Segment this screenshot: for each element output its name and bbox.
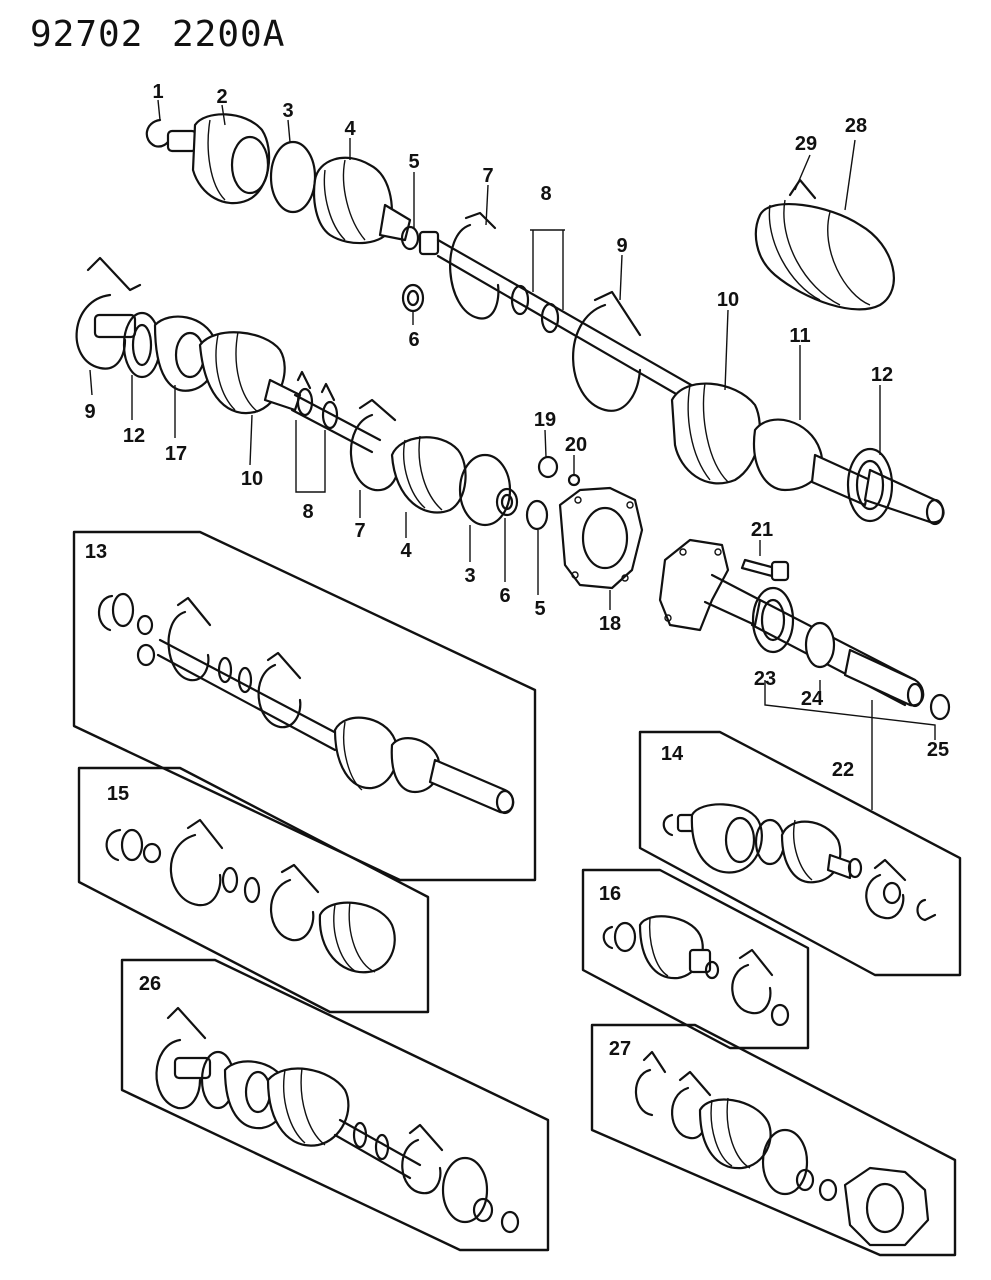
bolt-part-21	[740, 558, 790, 582]
callout-25: 25	[927, 739, 949, 761]
callout-24: 24	[801, 688, 824, 710]
callout-3-lower: 3	[464, 565, 475, 587]
boot-part-4	[313, 156, 412, 245]
callout-1: 1	[152, 81, 163, 103]
callout-4-upper: 4	[344, 118, 356, 140]
callout-5-lower: 5	[534, 598, 545, 620]
callout-5-upper: 5	[408, 151, 419, 173]
bearing-part-23	[751, 586, 795, 654]
damper-ring-part-8-lower	[295, 370, 339, 493]
callout-4-lower: 4	[400, 540, 412, 562]
callout-10-left: 10	[241, 468, 263, 490]
callout-15: 15	[107, 783, 129, 805]
inner-cv-joint-part-11	[752, 418, 945, 526]
outer-cv-joint-part-2	[166, 113, 271, 205]
dust-seal-part-12-right	[846, 447, 894, 523]
callout-8-upper: 8	[540, 183, 551, 205]
rear-axle-shaft	[658, 538, 951, 810]
boot-band-part-7	[449, 211, 500, 320]
callout-21: 21	[751, 519, 773, 541]
bearing-collar-part-24	[804, 621, 836, 669]
boot-clamp-part-3	[269, 140, 317, 214]
callout-28: 28	[845, 115, 867, 137]
kit-panel-15	[77, 766, 430, 1014]
callout-12-right: 12	[871, 364, 893, 386]
callout-23: 23	[754, 668, 776, 690]
lower-axle-shaft	[75, 256, 644, 590]
callout-2: 2	[216, 86, 227, 108]
boot-part-4-lower	[390, 435, 467, 514]
ring-part-6	[401, 283, 425, 313]
callout-14: 14	[661, 743, 684, 765]
callout-26: 26	[139, 973, 161, 995]
callout-8-lower: 8	[302, 501, 313, 523]
kit-panel-16	[581, 868, 810, 1050]
callout-20: 20	[565, 434, 587, 456]
diagram-revision: 2200A	[172, 14, 286, 55]
boot-band-part-9-upper	[572, 290, 642, 412]
washer-part-20	[567, 473, 581, 487]
callout-13: 13	[85, 541, 107, 563]
leader-lines	[89, 99, 881, 610]
callout-19: 19	[534, 409, 556, 431]
damper-ring-part-8	[510, 229, 565, 334]
callout-7-lower: 7	[354, 520, 365, 542]
nut-part-19	[537, 455, 559, 479]
callout-17: 17	[165, 443, 187, 465]
callout-6-upper: 6	[408, 329, 419, 351]
ring-part-5	[400, 225, 440, 256]
callout-10-right: 10	[717, 289, 739, 311]
callout-9-left: 9	[84, 401, 95, 423]
callout-11: 11	[789, 325, 810, 347]
boot-kit-part-28-29	[754, 178, 895, 311]
diagram-number: 92702	[30, 14, 144, 55]
callout-16: 16	[599, 883, 621, 905]
upper-axle-shaft	[145, 113, 945, 526]
callout-6-lower: 6	[499, 585, 510, 607]
kit-panel-27	[590, 1023, 957, 1257]
ring-part-6-lower	[495, 487, 519, 517]
callout-29: 29	[795, 133, 817, 155]
callout-labels: 1 2 3 4 5 6 7 8 9 10 11 12 29 28 9 12 17…	[84, 81, 949, 1060]
boot-band-part-9-left	[75, 256, 142, 370]
callout-3-upper: 3	[282, 100, 293, 122]
kit-panel-26	[120, 958, 550, 1252]
inner-boot-part-10-left	[198, 331, 302, 415]
inner-boot-part-10-right	[670, 382, 761, 485]
callout-18: 18	[599, 613, 621, 635]
callout-12-left: 12	[123, 425, 145, 447]
kit-panel-13	[72, 530, 537, 882]
callout-22: 22	[832, 759, 854, 781]
snap-ring-part-1	[145, 118, 172, 148]
callout-27: 27	[609, 1038, 631, 1060]
snap-ring-part-5-lower	[525, 499, 549, 531]
callout-9-upper: 9	[616, 235, 627, 257]
kit-panel-14	[638, 730, 962, 977]
dust-seal-part-12-left	[122, 311, 162, 379]
ring-part-25	[929, 693, 951, 721]
callout-7-upper: 7	[482, 165, 493, 187]
hub-flange-part-18	[558, 486, 644, 590]
